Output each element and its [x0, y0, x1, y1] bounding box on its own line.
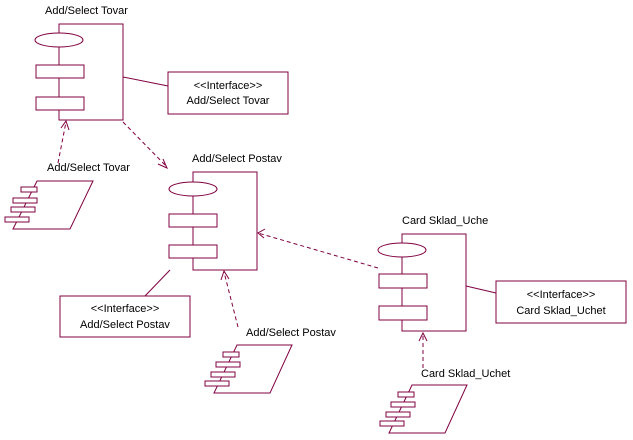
file-tab-icon [222, 351, 240, 358]
interface-add-select-postav[interactable]: <<Interface>> Add/Select Postav [59, 295, 191, 338]
component-title: Add/Select Tovar [45, 5, 128, 17]
interface-link-line [122, 76, 169, 87]
component-title: Card Sklad_Uche [402, 215, 488, 227]
file-tab-icon [12, 197, 38, 204]
file-tab-icon [215, 361, 241, 368]
file-tab-icon [385, 411, 411, 418]
file-tab-icon [20, 186, 38, 193]
interface-card-sklad-uchet[interactable]: <<Interface>> Card Sklad_Uchet [495, 280, 627, 324]
arrowhead-icon [418, 331, 428, 342]
arrowhead-icon [220, 269, 230, 281]
interface-stereotype: <<Interface>> [194, 80, 263, 92]
component-tab-icon [378, 273, 428, 289]
file-tab-icon [10, 206, 36, 213]
component-add-select-postav[interactable]: Add/Select Postav [168, 153, 282, 271]
component-tab-icon [168, 213, 218, 228]
file-artifact-add-select-tovar[interactable]: Add/Select Tovar [4, 162, 130, 230]
file-artifact-add-select-postav[interactable]: Add/Select Postav [204, 327, 336, 394]
component-tab-icon [35, 64, 85, 79]
component-tab-icon [168, 244, 218, 259]
file-tab-icon [390, 401, 416, 408]
dependency-arrow [257, 232, 379, 269]
file-artifact-card-sklad-uchet[interactable]: Card Sklad_Uchet [379, 368, 510, 434]
file-tab-icon [379, 420, 405, 427]
interface-name: Card Sklad_Uchet [516, 305, 605, 317]
interface-stereotype: <<Interface>> [527, 289, 596, 301]
interface-box [167, 71, 289, 115]
dependency-arrow [122, 121, 168, 168]
dependency-arrow [223, 271, 239, 328]
dependency-arrow [57, 121, 67, 164]
component-tab-icon [378, 305, 428, 321]
interface-add-select-tovar[interactable]: <<Interface>> Add/Select Tovar [167, 71, 289, 115]
component-port-icon [168, 181, 218, 197]
interface-box [495, 280, 627, 324]
file-label: Add/Select Postav [246, 327, 336, 339]
file-label: Add/Select Tovar [47, 162, 130, 174]
interface-box [59, 295, 191, 338]
arrowhead-icon [257, 228, 266, 239]
file-tab-icon [4, 216, 30, 223]
file-tab-icon [397, 391, 415, 398]
interface-link-line [465, 285, 497, 294]
file-tab-icon [204, 380, 230, 387]
component-port-icon [34, 32, 84, 48]
file-tab-icon [210, 371, 236, 378]
file-sheet-icon [12, 180, 94, 230]
component-port-icon [377, 242, 427, 258]
interface-stereotype: <<Interface>> [91, 303, 160, 315]
arrowhead-icon [157, 158, 168, 169]
component-title: Add/Select Postav [192, 153, 282, 165]
component-tab-icon [35, 96, 85, 111]
interface-name: Add/Select Tovar [187, 95, 270, 107]
file-label: Card Sklad_Uchet [421, 368, 510, 380]
interface-name: Add/Select Postav [80, 319, 170, 331]
component-add-select-tovar[interactable]: Add/Select Tovar [34, 5, 128, 121]
arrowhead-icon [60, 119, 70, 131]
interface-link-line [144, 269, 171, 297]
component-card-sklad-uche[interactable]: Card Sklad_Uche [377, 215, 488, 332]
